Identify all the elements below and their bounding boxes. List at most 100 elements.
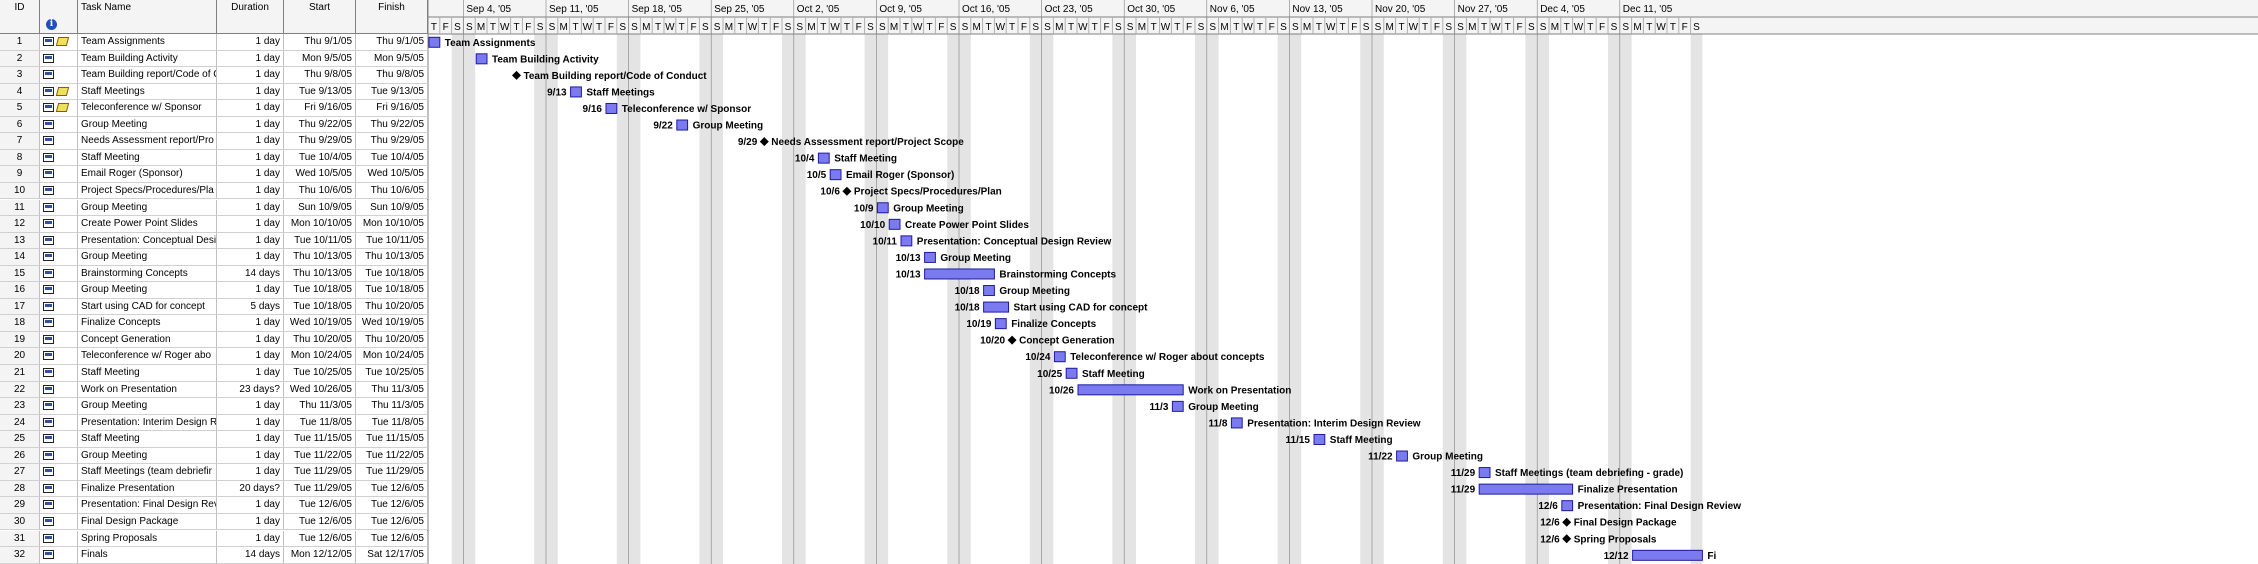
task-id[interactable]: 1 xyxy=(0,34,40,51)
task-finish-cell[interactable]: Thu 9/1/05 xyxy=(356,34,428,51)
task-indicators[interactable] xyxy=(40,315,78,332)
task-indicators[interactable] xyxy=(40,464,78,481)
task-indicators[interactable] xyxy=(40,547,78,564)
task-duration-cell[interactable]: 1 day xyxy=(217,199,284,216)
task-name-cell[interactable]: Brainstorming Concepts xyxy=(78,265,217,283)
task-duration-cell[interactable]: 1 day xyxy=(217,414,284,432)
task-indicators[interactable] xyxy=(40,34,78,51)
task-finish-cell[interactable]: Tue 10/25/05 xyxy=(356,365,428,382)
task-indicators[interactable] xyxy=(40,530,78,547)
task-finish-cell[interactable]: Tue 10/18/05 xyxy=(356,282,428,299)
task-finish-cell[interactable]: Mon 9/5/05 xyxy=(356,50,428,68)
task-name-cell[interactable]: Group Meeting xyxy=(78,282,217,299)
task-duration-cell[interactable]: 1 day xyxy=(217,464,284,481)
task-start-cell[interactable]: Tue 11/15/05 xyxy=(284,431,356,448)
task-name-cell[interactable]: Staff Meeting xyxy=(78,365,217,382)
task-duration-cell[interactable]: 20 days? xyxy=(217,480,284,498)
task-duration-cell[interactable]: 1 day xyxy=(217,116,284,134)
task-id[interactable]: 14 xyxy=(0,249,40,266)
task-indicators[interactable] xyxy=(40,133,78,150)
task-indicators[interactable] xyxy=(40,331,78,349)
note-icon[interactable] xyxy=(55,103,70,113)
task-id[interactable]: 5 xyxy=(0,100,40,117)
task-finish-cell[interactable]: Thu 10/20/05 xyxy=(356,331,428,349)
task-start-cell[interactable]: Wed 10/26/05 xyxy=(284,381,356,399)
task-finish-cell[interactable]: Mon 10/24/05 xyxy=(356,348,428,365)
task-name-cell[interactable]: Presentation: Conceptual Desi xyxy=(78,232,217,250)
task-start-cell[interactable]: Thu 10/20/05 xyxy=(284,331,356,349)
task-indicators[interactable] xyxy=(40,116,78,134)
task-start-cell[interactable]: Thu 9/29/05 xyxy=(284,133,356,150)
task-name-cell[interactable]: Email Roger (Sponsor) xyxy=(78,166,217,183)
task-id[interactable]: 8 xyxy=(0,149,40,167)
task-id[interactable]: 3 xyxy=(0,67,40,84)
task-duration-cell[interactable]: 1 day xyxy=(217,50,284,68)
task-name-cell[interactable]: Teleconference w/ Sponsor xyxy=(78,100,217,117)
task-id[interactable]: 2 xyxy=(0,50,40,68)
task-finish-cell[interactable]: Tue 10/11/05 xyxy=(356,232,428,250)
task-name-cell[interactable]: Group Meeting xyxy=(78,116,217,134)
task-name-cell[interactable]: Teleconference w/ Roger abo xyxy=(78,348,217,365)
task-duration-cell[interactable]: 1 day xyxy=(217,100,284,117)
task-duration-cell[interactable]: 1 day xyxy=(217,398,284,415)
task-start-cell[interactable]: Thu 10/13/05 xyxy=(284,265,356,283)
task-start-cell[interactable]: Tue 10/18/05 xyxy=(284,298,356,316)
task-indicators[interactable] xyxy=(40,298,78,316)
task-start-cell[interactable]: Tue 10/25/05 xyxy=(284,365,356,382)
task-finish-cell[interactable]: Sun 10/9/05 xyxy=(356,199,428,216)
task-indicators[interactable] xyxy=(40,50,78,68)
task-name-cell[interactable]: Group Meeting xyxy=(78,199,217,216)
task-duration-cell[interactable]: 23 days? xyxy=(217,381,284,399)
task-indicators[interactable] xyxy=(40,249,78,266)
task-finish-cell[interactable]: Tue 11/22/05 xyxy=(356,447,428,465)
task-name-cell[interactable]: Project Specs/Procedures/Pla xyxy=(78,182,217,200)
task-name-cell[interactable]: Presentation: Interim Design R xyxy=(78,414,217,432)
task-finish-cell[interactable]: Wed 10/5/05 xyxy=(356,166,428,183)
task-duration-cell[interactable]: 1 day xyxy=(217,365,284,382)
task-name-cell[interactable]: Group Meeting xyxy=(78,398,217,415)
task-indicators[interactable] xyxy=(40,365,78,382)
task-name-cell[interactable]: Group Meeting xyxy=(78,249,217,266)
task-id[interactable]: 7 xyxy=(0,133,40,150)
task-finish-cell[interactable]: Thu 10/20/05 xyxy=(356,298,428,316)
task-name-cell[interactable]: Spring Proposals xyxy=(78,530,217,547)
task-start-cell[interactable]: Thu 9/22/05 xyxy=(284,116,356,134)
task-name-cell[interactable]: Team Assignments xyxy=(78,34,217,51)
task-duration-cell[interactable]: 1 day xyxy=(217,83,284,101)
task-indicators[interactable] xyxy=(40,232,78,250)
task-id[interactable]: 22 xyxy=(0,381,40,399)
task-name-cell[interactable]: Group Meeting xyxy=(78,447,217,465)
task-finish-cell[interactable]: Tue 12/6/05 xyxy=(356,513,428,531)
task-indicators[interactable] xyxy=(40,447,78,465)
task-duration-cell[interactable]: 1 day xyxy=(217,149,284,167)
task-finish-cell[interactable]: Sat 12/17/05 xyxy=(356,547,428,564)
task-start-cell[interactable]: Mon 9/5/05 xyxy=(284,50,356,68)
task-start-cell[interactable]: Wed 10/5/05 xyxy=(284,166,356,183)
task-indicators[interactable] xyxy=(40,265,78,283)
task-finish-cell[interactable]: Fri 9/16/05 xyxy=(356,100,428,117)
task-finish-cell[interactable]: Tue 10/4/05 xyxy=(356,149,428,167)
task-start-cell[interactable]: Tue 10/18/05 xyxy=(284,282,356,299)
task-duration-cell[interactable]: 14 days xyxy=(217,547,284,564)
task-indicators[interactable] xyxy=(40,497,78,514)
task-indicators[interactable] xyxy=(40,182,78,200)
task-start-cell[interactable]: Mon 12/12/05 xyxy=(284,547,356,564)
task-id[interactable]: 21 xyxy=(0,365,40,382)
task-id[interactable]: 9 xyxy=(0,166,40,183)
task-duration-cell[interactable]: 1 day xyxy=(217,34,284,51)
task-duration-cell[interactable]: 5 days xyxy=(217,298,284,316)
task-duration-cell[interactable]: 1 day xyxy=(217,315,284,332)
task-duration-cell[interactable]: 1 day xyxy=(217,232,284,250)
task-indicators[interactable] xyxy=(40,348,78,365)
task-start-cell[interactable]: Tue 12/6/05 xyxy=(284,497,356,514)
task-duration-cell[interactable]: 1 day xyxy=(217,530,284,547)
